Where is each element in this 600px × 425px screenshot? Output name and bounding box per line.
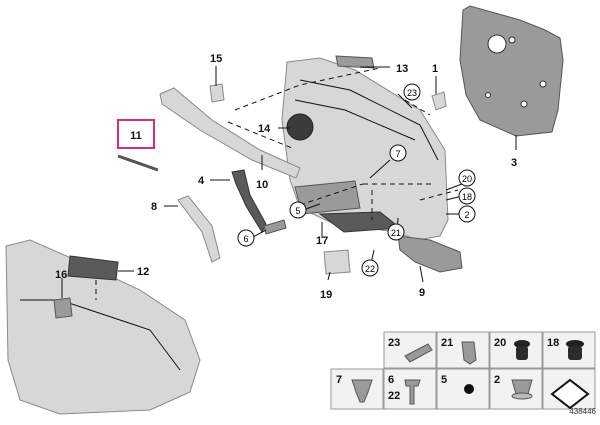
rod-11[interactable] bbox=[117, 154, 159, 172]
callout-15: 15 bbox=[210, 53, 222, 65]
clip-1[interactable] bbox=[431, 91, 447, 111]
svg-text:2: 2 bbox=[494, 374, 500, 386]
plug-icon bbox=[514, 340, 530, 348]
svg-text:22: 22 bbox=[388, 390, 400, 402]
callout-23: 23 bbox=[407, 88, 417, 98]
washer-icon bbox=[464, 384, 474, 394]
diagram-id: 438446 bbox=[569, 407, 596, 416]
svg-text:7: 7 bbox=[336, 374, 342, 386]
callout-18: 18 bbox=[462, 192, 472, 202]
callout-labels: 15 13 1 3 14 4 10 8 17 12 16 19 9 bbox=[55, 53, 517, 301]
callout-1: 1 bbox=[432, 63, 438, 75]
armrest-9 bbox=[397, 235, 463, 273]
callout-17: 17 bbox=[316, 235, 328, 247]
svg-text:6: 6 bbox=[388, 374, 394, 386]
callout-14: 14 bbox=[258, 123, 271, 135]
callout-7: 7 bbox=[395, 149, 400, 159]
push-clip-icon bbox=[511, 379, 533, 395]
fastener-legend: 23 21 20 18 7 6 22 5 2 bbox=[330, 331, 596, 410]
clip-icon bbox=[404, 343, 433, 363]
rivet-icon bbox=[461, 341, 477, 365]
callout-4: 4 bbox=[198, 175, 205, 187]
svg-text:20: 20 bbox=[494, 337, 506, 349]
callout-12: 12 bbox=[137, 266, 149, 278]
pin-6[interactable] bbox=[263, 219, 287, 235]
callout-20: 20 bbox=[462, 174, 472, 184]
switch-19[interactable] bbox=[323, 249, 351, 275]
cover-13[interactable] bbox=[335, 55, 375, 69]
legend-cell-5 bbox=[436, 368, 490, 410]
callout-9: 9 bbox=[419, 287, 425, 299]
switch-panel-12 bbox=[67, 255, 119, 281]
callout-22: 22 bbox=[365, 264, 375, 274]
insulation-panel-3[interactable] bbox=[459, 5, 564, 137]
grommet-icon bbox=[566, 340, 584, 348]
door-trim-panel[interactable] bbox=[281, 57, 463, 273]
dashed-leaders bbox=[95, 67, 459, 300]
arrow-icon bbox=[550, 378, 590, 410]
highlight-box-11[interactable]: 11 bbox=[117, 119, 155, 149]
bracket-15[interactable] bbox=[209, 83, 225, 103]
svg-text:23: 23 bbox=[388, 337, 400, 349]
callout-6: 6 bbox=[243, 234, 248, 244]
svg-text:21: 21 bbox=[441, 337, 453, 349]
callout-10: 10 bbox=[256, 179, 268, 191]
speaker-grille-14 bbox=[286, 113, 314, 141]
plug-body-icon bbox=[516, 346, 528, 360]
callout-5: 5 bbox=[295, 206, 300, 216]
grommet-body-icon bbox=[568, 346, 582, 360]
callout-11: 11 bbox=[130, 130, 142, 142]
callout-21: 21 bbox=[391, 228, 401, 238]
svg-text:5: 5 bbox=[441, 374, 447, 386]
trim-strip-10[interactable] bbox=[159, 87, 301, 179]
callout-8: 8 bbox=[151, 201, 157, 213]
callout-16: 16 bbox=[55, 269, 67, 281]
callout-3: 3 bbox=[511, 157, 517, 169]
screw-icon bbox=[404, 379, 421, 405]
clip-16 bbox=[53, 297, 73, 319]
callout-13: 13 bbox=[396, 63, 408, 75]
svg-text:18: 18 bbox=[547, 337, 559, 349]
curved-strip-8[interactable] bbox=[177, 195, 221, 263]
expanding-clip-icon bbox=[351, 379, 373, 403]
callout-2: 2 bbox=[464, 210, 469, 220]
front-door-panel[interactable] bbox=[5, 239, 201, 415]
circled-callouts: 23 7 20 18 2 5 6 21 22 bbox=[237, 83, 476, 277]
callout-19: 19 bbox=[320, 289, 332, 301]
